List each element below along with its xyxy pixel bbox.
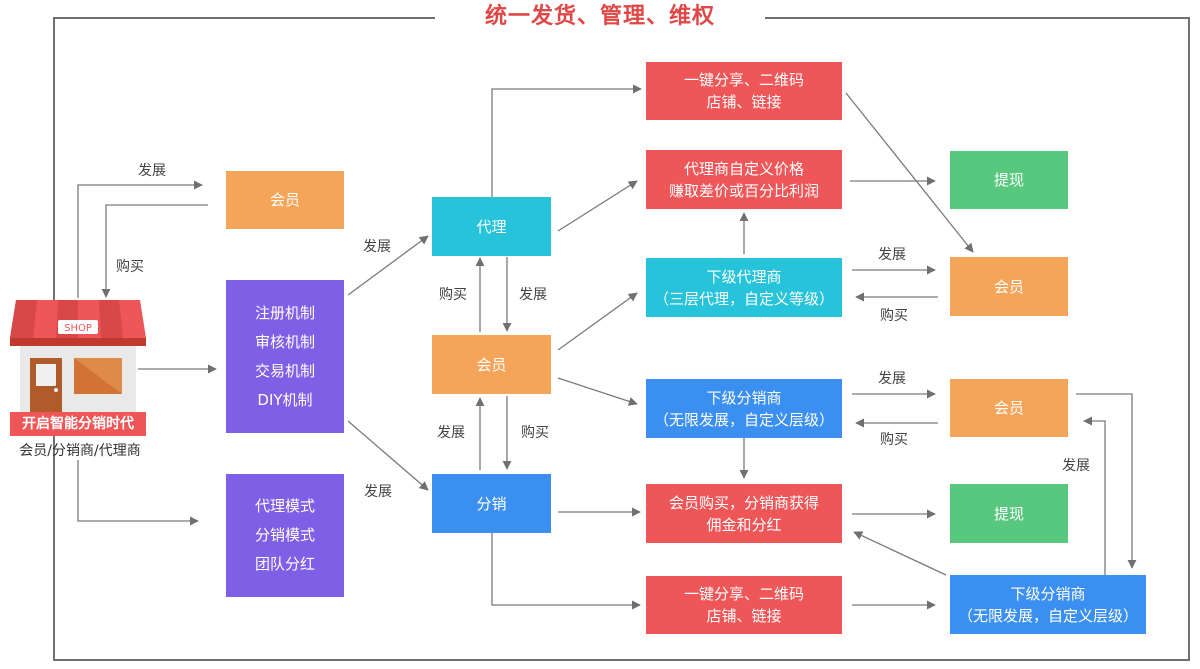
label-member-shop-buy: 购买 — [116, 259, 144, 275]
label-dist-member-develop: 发展 — [437, 425, 465, 441]
node-share-top: 一键分享、二维码 店铺、链接 — [646, 62, 842, 120]
arrow-mech-agent — [347, 235, 429, 296]
label-mech-agent-develop: 发展 — [363, 239, 391, 255]
arrow-subdist-bottom-member — [1083, 416, 1106, 575]
shop-caption: 开启智能分销时代 — [10, 412, 146, 436]
arrow-shop-member-develop — [77, 180, 203, 298]
node-member-left: 会员 — [226, 171, 344, 229]
diagram-title: 统一发货、管理、维权 — [435, 0, 765, 34]
node-mechanisms: 注册机制 审核机制 交易机制 DIY机制 — [226, 280, 344, 433]
node-member-center: 会员 — [432, 335, 551, 394]
label-subdist-buy: 购买 — [880, 432, 908, 448]
node-sub-dist-mid: 下级分销商 （无限发展，自定义层级） — [646, 379, 842, 438]
node-commission: 会员购买，分销商获得 佣金和分红 — [646, 484, 842, 543]
node-member-right-mid: 会员 — [950, 379, 1068, 437]
label-member-agent-buy: 购买 — [439, 287, 467, 303]
shop-subcaption: 会员/分销商/代理商 — [19, 443, 141, 459]
arrow-dist-share — [491, 533, 641, 610]
arrow-mech-dist — [347, 420, 429, 491]
arrow-member-subdist-bottom — [1076, 393, 1137, 569]
label-shop-member-develop: 发展 — [138, 163, 166, 179]
node-member-right-top: 会员 — [950, 257, 1068, 316]
node-agent-price: 代理商自定义价格 赚取差价或百分比利润 — [646, 150, 842, 209]
arrow-agent-share — [491, 84, 642, 198]
node-share-bottom: 一键分享、二维码 店铺、链接 — [646, 576, 842, 634]
label-mech-dist-develop: 发展 — [364, 484, 392, 500]
label-subagent-buy: 购买 — [880, 308, 908, 324]
arrow-member-subdist — [557, 377, 638, 406]
shop-icon: SHOP — [10, 300, 146, 412]
node-withdraw-top: 提现 — [950, 151, 1068, 209]
label-right-develop: 发展 — [1062, 458, 1090, 474]
arrow-member-subagent — [557, 292, 638, 351]
arrow-agent-price — [557, 180, 638, 232]
label-agent-member-develop: 发展 — [519, 287, 547, 303]
arrow-subdist-bottom-commission — [853, 531, 947, 576]
shop-sign: SHOP — [64, 323, 92, 334]
node-agent: 代理 — [432, 197, 551, 256]
arrow-share-member — [845, 92, 974, 253]
node-withdraw-bottom: 提现 — [950, 484, 1068, 543]
node-sub-agent: 下级代理商 （三层代理，自定义等级） — [646, 258, 842, 317]
node-sub-dist-bottom: 下级分销商 （无限发展，自定义层级） — [950, 575, 1146, 634]
node-distribution: 分销 — [432, 474, 551, 533]
label-subdist-develop: 发展 — [878, 371, 906, 387]
label-member-dist-buy: 购买 — [521, 425, 549, 441]
label-subagent-develop: 发展 — [878, 247, 906, 263]
arrow-shop-modes — [77, 460, 199, 526]
node-modes: 代理模式 分销模式 团队分红 — [226, 474, 344, 597]
arrow-member-shop-buy — [101, 204, 208, 298]
